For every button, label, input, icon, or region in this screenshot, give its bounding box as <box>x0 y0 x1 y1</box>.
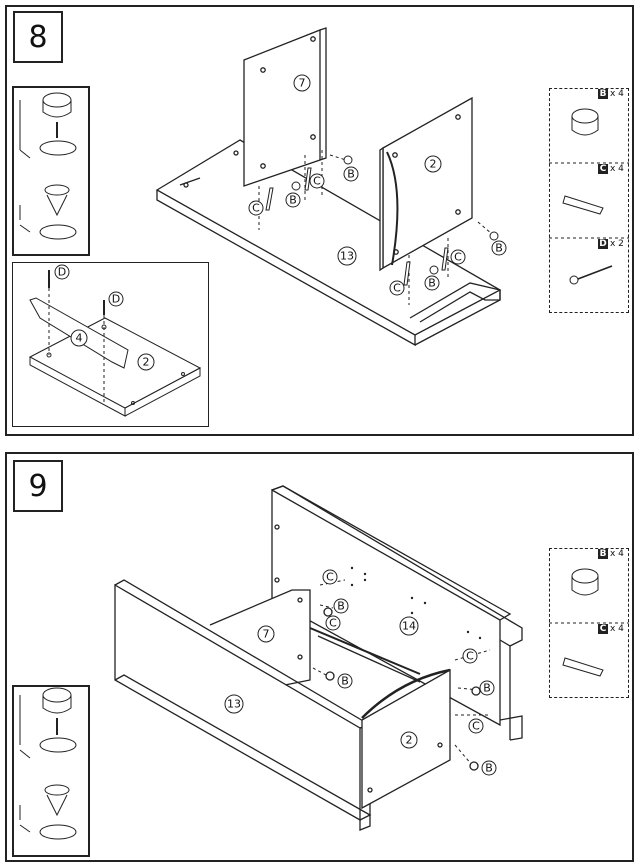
panel-14-back <box>271 488 501 727</box>
label-hw-b: B <box>483 682 491 695</box>
label-hw-c: C <box>393 282 401 295</box>
legend-c-qty: x 4 <box>610 164 624 174</box>
label-hw-b: B <box>337 600 345 613</box>
label-hw-c: C <box>326 571 334 584</box>
step9-part-labels: 7 14 13 2 C B C B C B C B <box>224 569 497 776</box>
panel-7-upright <box>243 29 321 187</box>
step-9-number-box: 9 <box>13 460 63 512</box>
label-hw-b: B <box>341 675 349 688</box>
label-hw-b: B <box>289 194 297 207</box>
step8-legend-labels: B x 4 C x 4 D x 2 <box>598 89 624 249</box>
legend-c-letter: C <box>600 624 607 634</box>
legend-b-qty: x 4 <box>610 549 624 559</box>
step-9-legend <box>549 548 629 698</box>
legend-d-qty: x 2 <box>610 239 624 249</box>
step8-part-labels: 7 2 13 4 2 B B B B C C C C D D <box>54 74 507 371</box>
label-hw-b: B <box>485 762 493 775</box>
step-8-number: 8 <box>28 20 48 55</box>
legend-b-letter: B <box>600 89 607 99</box>
label-hw-b: B <box>347 168 355 181</box>
label-hw-c: C <box>313 175 321 188</box>
label-hw-d: D <box>112 293 120 306</box>
legend-d-letter: D <box>599 239 606 249</box>
step9-legend-drawing <box>549 568 629 677</box>
label-part-7: 7 <box>263 628 270 641</box>
label-part-14: 14 <box>402 620 416 633</box>
label-part-4: 4 <box>76 332 83 345</box>
label-hw-c: C <box>329 617 337 630</box>
step9-legend-labels: B x 4 C x 4 <box>598 549 624 634</box>
label-part-2: 2 <box>406 734 413 747</box>
step-8-camlock-inset <box>12 86 90 256</box>
label-part-7: 7 <box>299 77 306 90</box>
legend-c-qty: x 4 <box>610 624 624 634</box>
step-9-camlock-inset <box>12 685 90 857</box>
label-part-2: 2 <box>430 158 437 171</box>
step9-camlock-inset-drawing <box>19 687 77 840</box>
label-hw-c: C <box>466 650 474 663</box>
cam-lock-b-group <box>291 155 499 275</box>
label-hw-c: C <box>454 251 462 264</box>
label-hw-c: C <box>252 202 260 215</box>
step9-drawing <box>114 485 523 831</box>
step8-camlock-inset-drawing <box>19 92 77 240</box>
step8-legend-drawing <box>549 108 629 285</box>
label-part-13: 13 <box>340 250 354 263</box>
legend-b-letter: B <box>600 549 607 559</box>
legend-c-letter: C <box>600 164 607 174</box>
label-hw-b: B <box>495 242 503 255</box>
label-hw-c: C <box>472 720 480 733</box>
legend-b-qty: x 4 <box>610 89 624 99</box>
label-part-2-inset: 2 <box>143 356 150 369</box>
label-hw-d: D <box>58 266 66 279</box>
step-8-number-box: 8 <box>13 11 63 63</box>
label-part-13: 13 <box>227 698 241 711</box>
step-9-panel <box>5 452 634 862</box>
step-9-number: 9 <box>28 469 48 504</box>
label-hw-b: B <box>428 277 436 290</box>
